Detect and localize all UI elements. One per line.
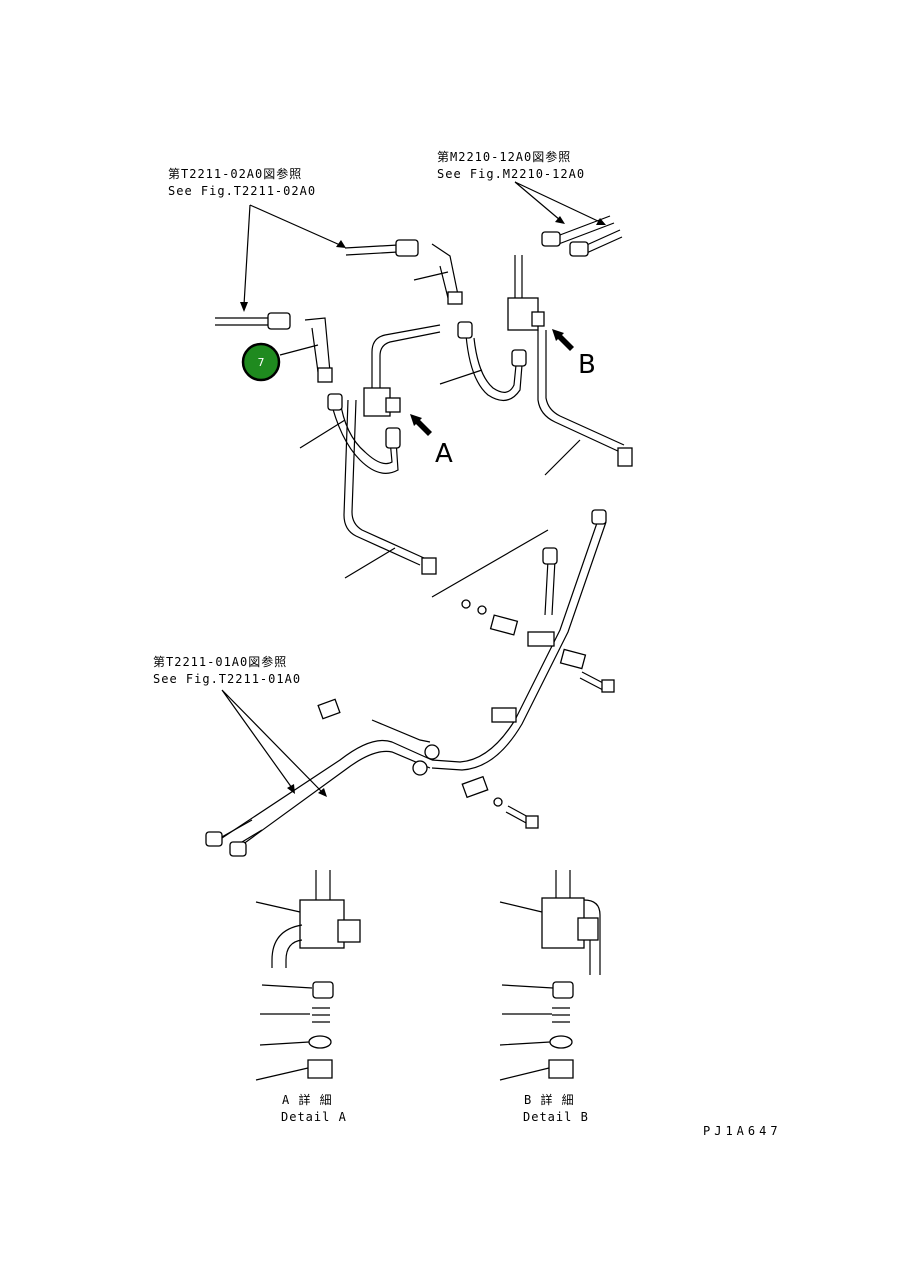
detail-a-jp-label: A 詳 細: [282, 1092, 333, 1107]
view-arrow-a: [410, 414, 432, 436]
tube-block-b: [457, 255, 633, 467]
view-b-label: B: [578, 350, 596, 380]
ref1-jp-label: 第T2211-02A0図参照: [168, 166, 302, 181]
upper-center-hose: [344, 239, 463, 305]
lower-line: [205, 509, 607, 857]
drawing-id: PJ1A647: [703, 1124, 782, 1138]
ref2-en-label: See Fig.M2210-12A0: [437, 167, 585, 181]
detail-b-drawing: [499, 870, 601, 1081]
callout-badge-7[interactable]: 7: [241, 342, 281, 382]
clamps-and-bolts: [317, 599, 615, 829]
callout-number: 7: [258, 356, 265, 369]
tube-block-a: [327, 324, 441, 575]
detail-b-jp-label: B 詳 細: [524, 1092, 575, 1107]
upper-right-hoses: [541, 215, 623, 257]
leader-lines: [279, 271, 581, 743]
detail-a-drawing: [255, 870, 361, 1081]
ref1-en-label: See Fig.T2211-02A0: [168, 184, 316, 198]
view-arrow-b: [552, 329, 574, 351]
ref3-en-label: See Fig.T2211-01A0: [153, 672, 301, 686]
upper-left-hose: [215, 312, 333, 383]
ref2-jp-label: 第M2210-12A0図参照: [437, 149, 571, 164]
ref3-jp-label: 第T2211-01A0図参照: [153, 654, 287, 669]
view-a-label: A: [435, 439, 453, 469]
detail-a-en-label: Detail A: [281, 1110, 347, 1124]
detail-b-en-label: Detail B: [523, 1110, 589, 1124]
reference-arrows: [221, 181, 606, 797]
